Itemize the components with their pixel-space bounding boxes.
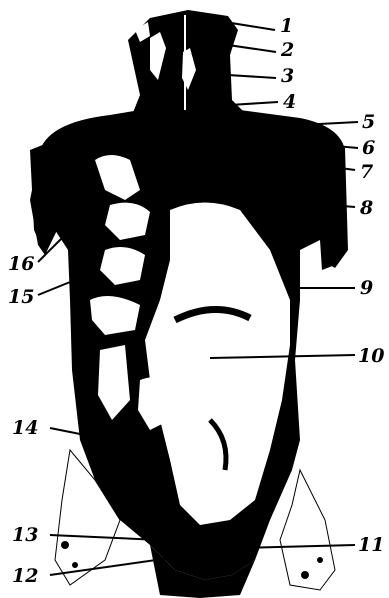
label-16: 16 — [8, 253, 34, 275]
label-10: 10 — [358, 345, 384, 367]
speckle — [61, 541, 69, 549]
speckle — [72, 562, 78, 568]
label-4: 4 — [283, 91, 296, 113]
label-11: 11 — [358, 534, 384, 556]
label-6: 6 — [362, 137, 375, 159]
torso-illustration — [30, 10, 348, 598]
label-12: 12 — [12, 565, 38, 587]
label-3: 3 — [281, 65, 294, 87]
label-2: 2 — [280, 39, 294, 61]
leader-line-15 — [38, 280, 75, 295]
speckle — [317, 557, 323, 563]
leader-line-4 — [230, 102, 278, 105]
speckle — [301, 571, 309, 579]
right-arm-stump — [320, 148, 348, 268]
label-15: 15 — [8, 286, 34, 308]
label-9: 9 — [360, 277, 373, 299]
label-5: 5 — [362, 111, 375, 133]
leader-line-3 — [228, 75, 276, 78]
label-7: 7 — [360, 161, 373, 183]
label-1: 1 — [280, 15, 293, 37]
label-8: 8 — [359, 197, 373, 219]
label-14: 14 — [12, 417, 38, 439]
label-13: 13 — [12, 524, 38, 546]
leader-line-2 — [228, 45, 276, 52]
